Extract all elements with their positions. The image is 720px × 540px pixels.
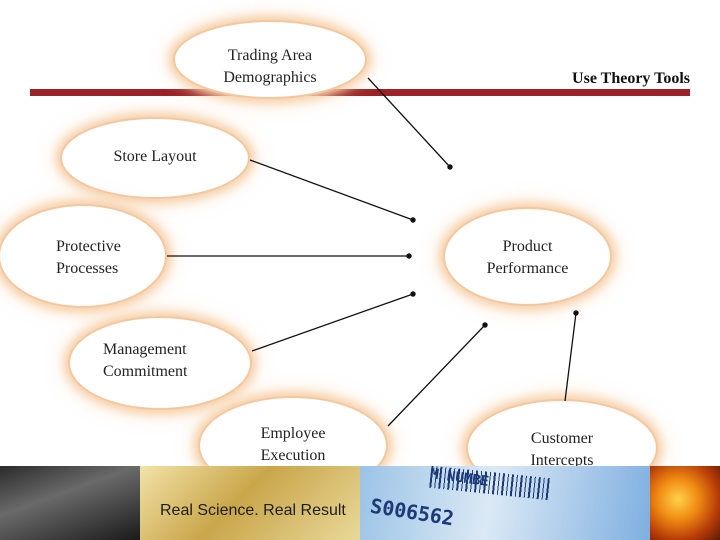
footer-tagline: Real Science. Real Result — [160, 502, 346, 519]
connector-demographics-to-product — [367, 77, 453, 170]
footer-barcode-panel — [360, 466, 650, 540]
footer-dark-device-panel — [0, 466, 140, 540]
footer-gold-panel — [140, 466, 360, 540]
node-trading-area-demographics — [175, 22, 365, 97]
slide-title: Use Theory Tools — [572, 70, 690, 87]
node-management-commitment — [70, 318, 250, 408]
footer-image-strip — [0, 466, 720, 540]
node-protective-processes — [0, 206, 165, 306]
label-store-layout: Store Layout — [113, 148, 197, 165]
footer-globe-panel — [650, 466, 720, 540]
title-underline-bar — [30, 89, 690, 96]
node-store-layout — [62, 119, 248, 197]
connector-management-to-product — [251, 291, 416, 352]
connector-store-layout-to-product — [249, 159, 416, 223]
connector-employee-to-product — [387, 322, 488, 427]
connector-customer-to-product — [564, 310, 579, 402]
node-product-performance — [445, 209, 610, 304]
